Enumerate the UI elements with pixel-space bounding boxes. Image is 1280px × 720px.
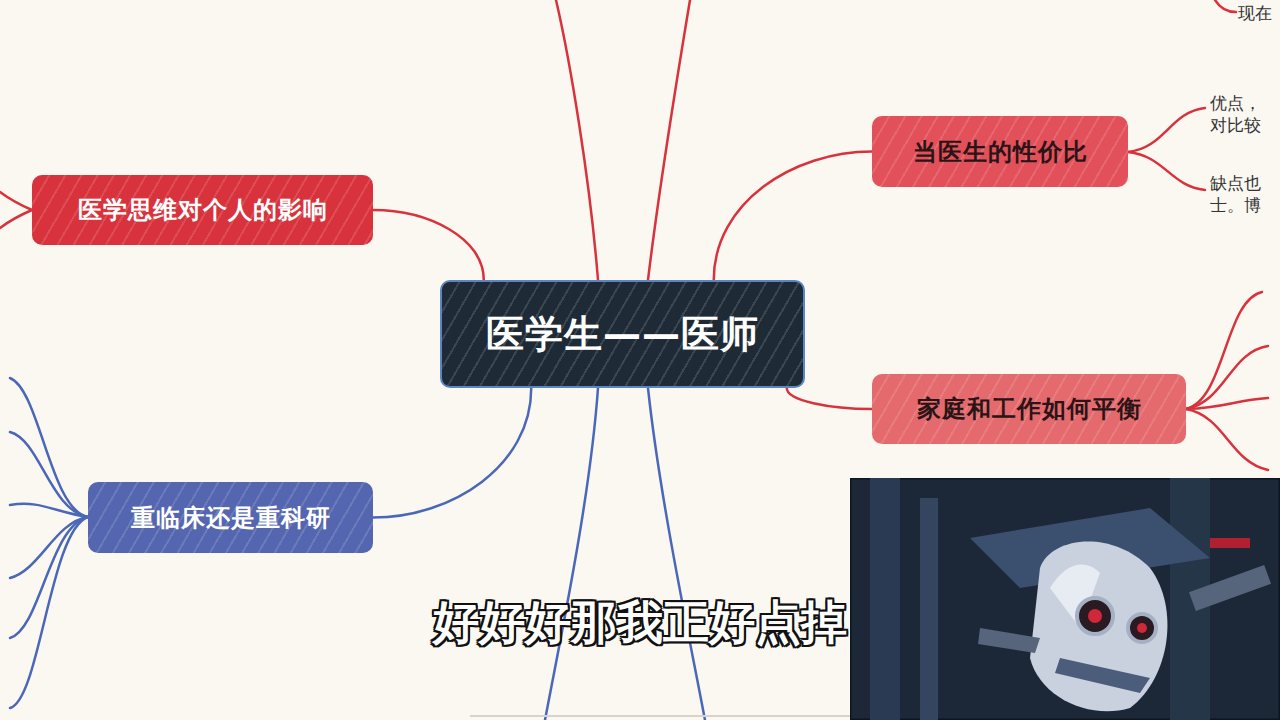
topic-text: 当医生的性价比	[913, 136, 1088, 168]
topic-box: 医学思维对个人的影响	[32, 175, 373, 245]
topic-text: 重临床还是重科研	[131, 502, 331, 534]
topic-box: 家庭和工作如何平衡	[872, 374, 1186, 444]
video-inset	[850, 478, 1280, 720]
branch-connector	[373, 388, 531, 518]
branch-connector	[787, 388, 872, 409]
cut-off-note: 优点，	[1210, 92, 1261, 115]
topic-box: 当医生的性价比	[872, 116, 1128, 187]
branch-connector	[373, 210, 484, 280]
cut-off-note: 对比较	[1210, 114, 1261, 137]
cut-off-note: 士。博	[1210, 194, 1261, 217]
topic-box: 重临床还是重科研	[88, 482, 373, 553]
topic-text: 家庭和工作如何平衡	[917, 393, 1142, 425]
topic-text: 医学生——医师	[486, 309, 759, 360]
center-topic: 医学生——医师	[440, 280, 805, 388]
cut-off-note: 现在	[1238, 2, 1272, 25]
cut-off-note: 缺点也	[1210, 172, 1261, 195]
topic-text: 医学思维对个人的影响	[78, 194, 328, 226]
subtitle: 好好好那我正好点掉	[433, 592, 847, 654]
branch-connector	[714, 152, 872, 281]
